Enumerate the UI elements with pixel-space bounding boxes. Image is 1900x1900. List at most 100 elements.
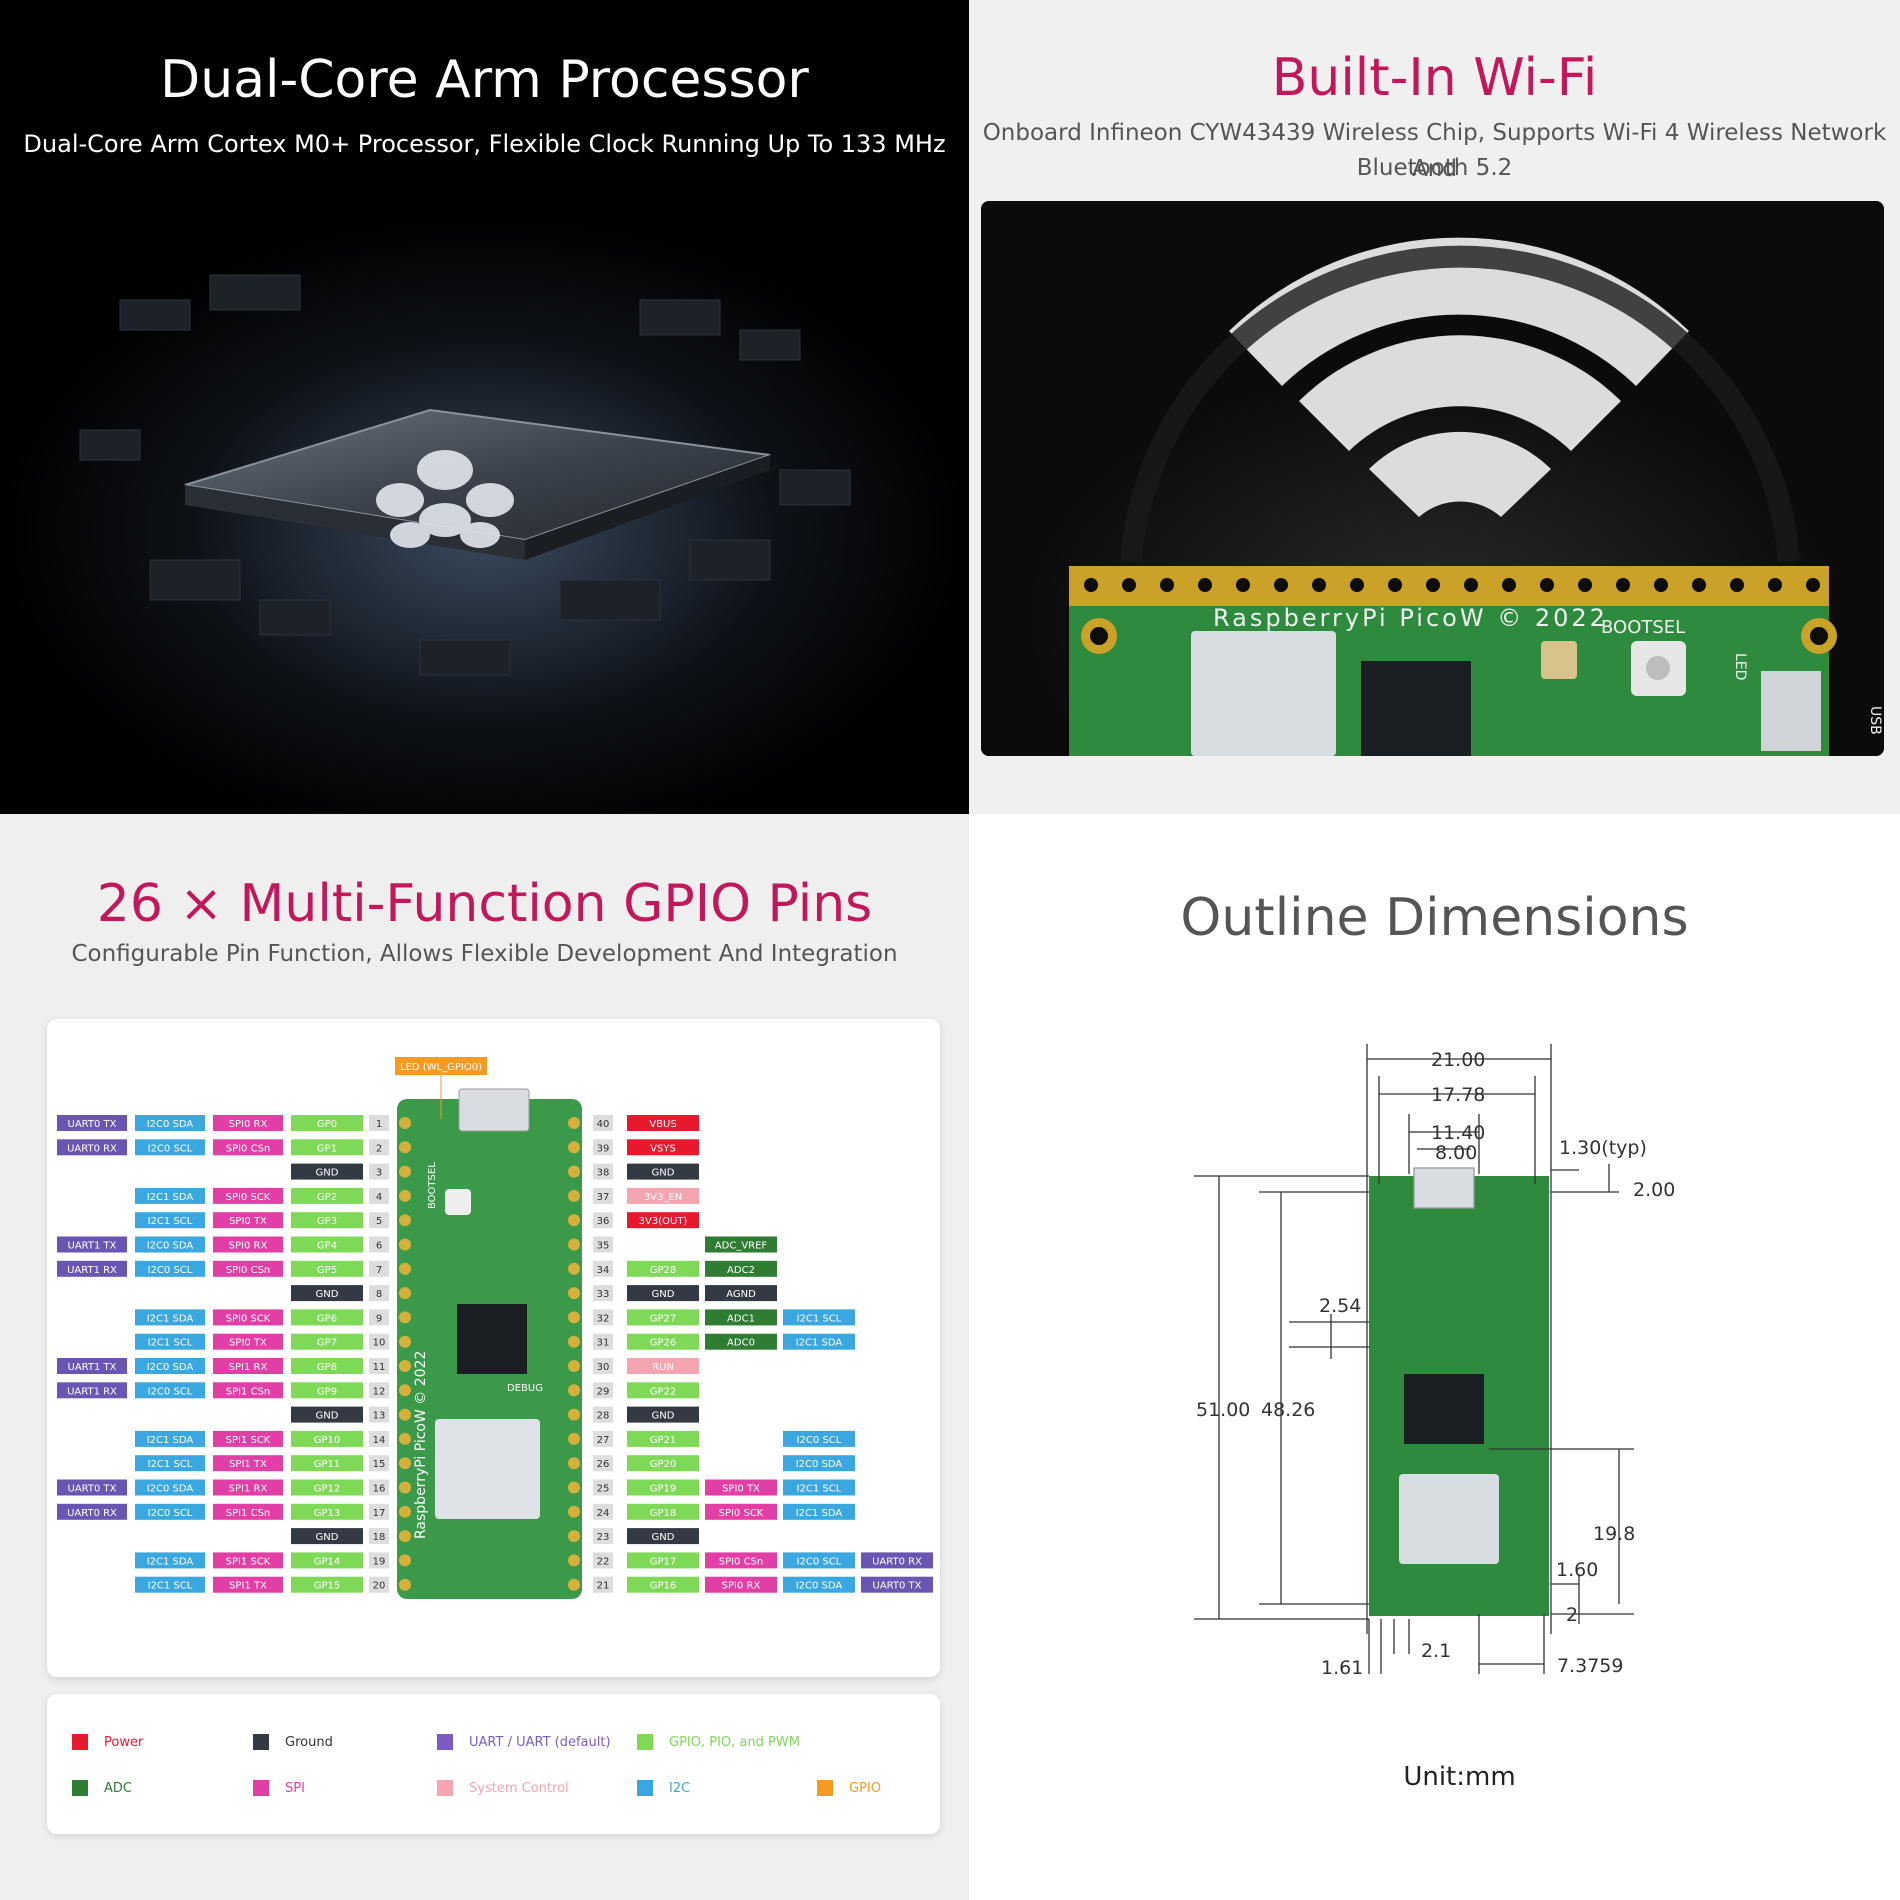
pin-label: GND — [316, 1289, 339, 1300]
pin-label: GP5 — [317, 1265, 337, 1276]
dim-debug-offset: 1.60 — [1556, 1559, 1598, 1581]
pin-number: 33 — [597, 1289, 610, 1300]
pin-pad — [568, 1117, 580, 1129]
pin-pad — [568, 1335, 580, 1348]
dim-top-offset: 2.00 — [1633, 1179, 1675, 1201]
pin-label: I2C1 SCL — [797, 1484, 842, 1495]
pin-label-box — [783, 1576, 855, 1593]
pin-label-box — [705, 1309, 777, 1326]
dim-debug-height: 19.8 — [1593, 1523, 1635, 1545]
wifi-title: Built-In Wi-Fi — [1271, 48, 1598, 108]
pin-number-box — [369, 1576, 389, 1593]
pin-label-box — [627, 1382, 699, 1399]
pin-number-box — [593, 1382, 613, 1399]
pin-label-box — [291, 1503, 363, 1520]
pin-label-box — [705, 1260, 777, 1277]
wifi-board-usb: USB — [1867, 706, 1883, 735]
pin-label-box — [213, 1479, 283, 1496]
legend-label: System Control — [469, 1780, 569, 1796]
pin-label-box — [291, 1576, 363, 1593]
gpio-subtitle: Configurable Pin Function, Allows Flexib… — [71, 941, 898, 967]
dim-debug-x: 7.3759 — [1557, 1655, 1623, 1677]
pin-label: I2C1 SCL — [148, 1459, 193, 1470]
dim-length-holes: 48.26 — [1261, 1399, 1315, 1421]
pin-label: GND — [652, 1289, 675, 1300]
pin-label-box — [57, 1236, 127, 1253]
pin-pad — [399, 1189, 411, 1202]
legend-swatch — [637, 1780, 653, 1796]
legend-item: Ground — [253, 1734, 333, 1750]
pin-label: GP18 — [650, 1508, 677, 1519]
pin-label-box — [627, 1528, 699, 1545]
dimensions-unit: Unit:mm — [1403, 1762, 1516, 1792]
pin-label-box — [213, 1430, 283, 1447]
pin-label-box — [861, 1552, 933, 1569]
wifi-board-led: LED — [1732, 653, 1748, 680]
pin-label-box — [291, 1552, 363, 1569]
pin-number-box — [369, 1333, 389, 1350]
pin-label: 3V3(OUT) — [639, 1216, 688, 1227]
pin-label: GP4 — [317, 1241, 337, 1252]
pin-label: I2C0 SCL — [148, 1386, 193, 1397]
pin-label-box — [291, 1430, 363, 1447]
legend-swatch — [437, 1780, 453, 1796]
pin-label: I2C1 SDA — [796, 1508, 843, 1519]
pin-number-box — [593, 1139, 613, 1156]
pin-label-box — [135, 1236, 205, 1253]
legend-item: I2C — [637, 1780, 690, 1796]
dimensions-title: Outline Dimensions — [1180, 888, 1689, 948]
pin-label: I2C0 SDA — [796, 1581, 843, 1592]
legend-swatch — [253, 1780, 269, 1796]
pin-label: ADC0 — [727, 1338, 755, 1349]
pin-label: GP10 — [314, 1435, 341, 1446]
pinout-diagram: LED (WL_GPIO0)RaspberryPi PicoW © 2022BO… — [57, 1057, 933, 1599]
pin-number: 14 — [373, 1435, 386, 1446]
legend-item: GPIO, PIO, and PWM — [637, 1734, 800, 1750]
pin-number-box — [593, 1528, 613, 1545]
pin-label: I2C0 SCL — [797, 1556, 842, 1567]
pin-number: 6 — [376, 1241, 382, 1252]
pin-pad — [568, 1530, 580, 1543]
pin-label-box — [705, 1285, 777, 1302]
pin-label: GND — [316, 1532, 339, 1543]
pin-label-box — [213, 1333, 283, 1350]
pin-label: AGND — [726, 1289, 756, 1300]
pin-number: 37 — [597, 1192, 610, 1203]
dimension-drawing: 21.00 17.78 11.40 8.00 1.30(typ) 2.00 2.… — [1194, 1044, 1675, 1679]
pin-label-box — [213, 1382, 283, 1399]
legend-label: GPIO, PIO, and PWM — [669, 1734, 800, 1750]
pin-label: I2C1 SCL — [148, 1581, 193, 1592]
pin-pad — [568, 1360, 580, 1372]
pin-label-box — [783, 1333, 855, 1350]
pin-label: I2C1 SCL — [797, 1313, 842, 1324]
pin-label: I2C1 SDA — [147, 1313, 194, 1324]
pin-label: GP6 — [317, 1313, 337, 1324]
wifi-subtitle-line1: Onboard Infineon CYW43439 Wireless Chip,… — [982, 120, 1887, 182]
pin-label-box — [57, 1260, 127, 1277]
pin-pad — [399, 1432, 411, 1445]
processor-subtitle: Dual-Core Arm Cortex M0+ Processor, Flex… — [23, 130, 946, 158]
pin-label-box — [135, 1187, 205, 1204]
pin-pad — [399, 1481, 411, 1494]
pin-number-box — [593, 1236, 613, 1253]
legend-item: ADC — [72, 1780, 132, 1796]
pin-number-box — [593, 1260, 613, 1277]
pin-label-box — [213, 1358, 283, 1374]
pin-pad — [568, 1408, 580, 1421]
pin-number-box — [593, 1115, 613, 1131]
pin-label-box — [291, 1236, 363, 1253]
pin-label: SPI1 RX — [229, 1484, 268, 1495]
pin-label: I2C1 SDA — [147, 1192, 194, 1203]
pin-label: I2C1 SDA — [796, 1338, 843, 1349]
pin-number: 19 — [373, 1556, 386, 1567]
pin-number-box — [369, 1358, 389, 1374]
pin-label: SPI0 CSn — [719, 1556, 764, 1567]
pin-number: 16 — [373, 1484, 386, 1495]
pin-number: 39 — [597, 1143, 610, 1154]
pin-label-box — [627, 1139, 699, 1156]
pin-number-box — [369, 1455, 389, 1472]
pin-label: SPI0 CSn — [226, 1265, 271, 1276]
board-debug: DEBUG — [507, 1383, 543, 1394]
pin-label: GND — [652, 1532, 675, 1543]
pin-label: GP28 — [650, 1265, 677, 1276]
